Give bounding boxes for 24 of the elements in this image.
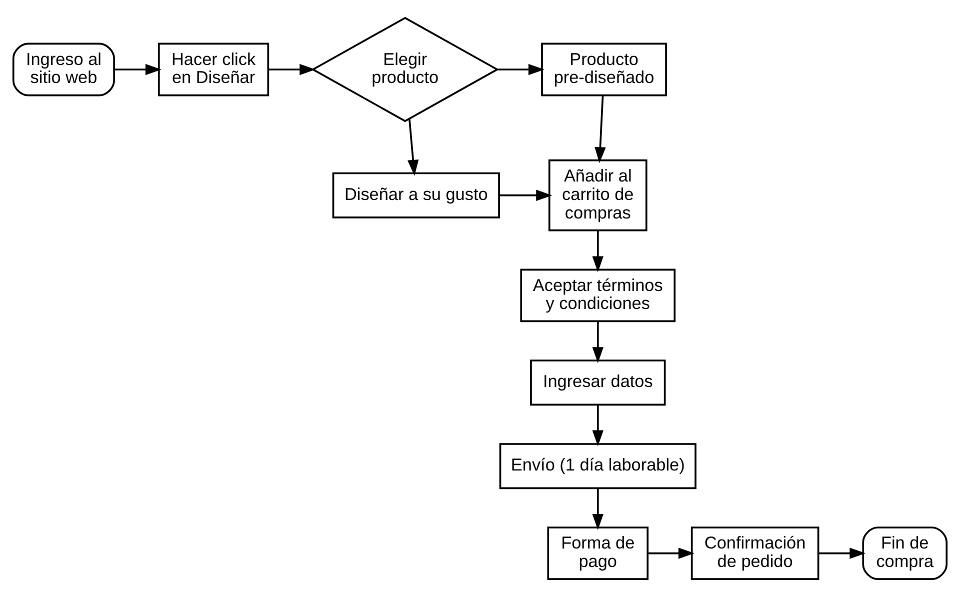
node-box: Diseñar a su gusto [332,172,500,218]
arrow [499,190,552,201]
arrow [592,230,604,272]
node-box: Añadir al carrito de compras [548,159,648,232]
node-box: Forma de pago [547,526,649,580]
arrow [498,64,544,76]
arrow [592,405,604,446]
node-box: Producto pre-diseñado [541,42,667,96]
arrow [268,64,316,76]
node-box: Ingreso al sitio web [12,42,115,96]
arrow [592,322,604,364]
arrow [594,96,606,164]
arrow [408,118,419,176]
node-box: Aceptar términos y condiciones [520,268,676,322]
arrow [818,548,866,559]
arrow [648,548,694,559]
node-box: Envío (1 día laborable) [499,443,696,490]
node-box: Confirmación de pedido [690,526,820,580]
arrow [592,488,604,530]
node-box: Ingresar datos [530,360,666,406]
node-box: Fin de compra [862,526,948,580]
arrow [114,64,162,76]
node-box: Hacer click en Diseñar [158,42,270,96]
node-diamond: Elegir producto [311,16,500,122]
